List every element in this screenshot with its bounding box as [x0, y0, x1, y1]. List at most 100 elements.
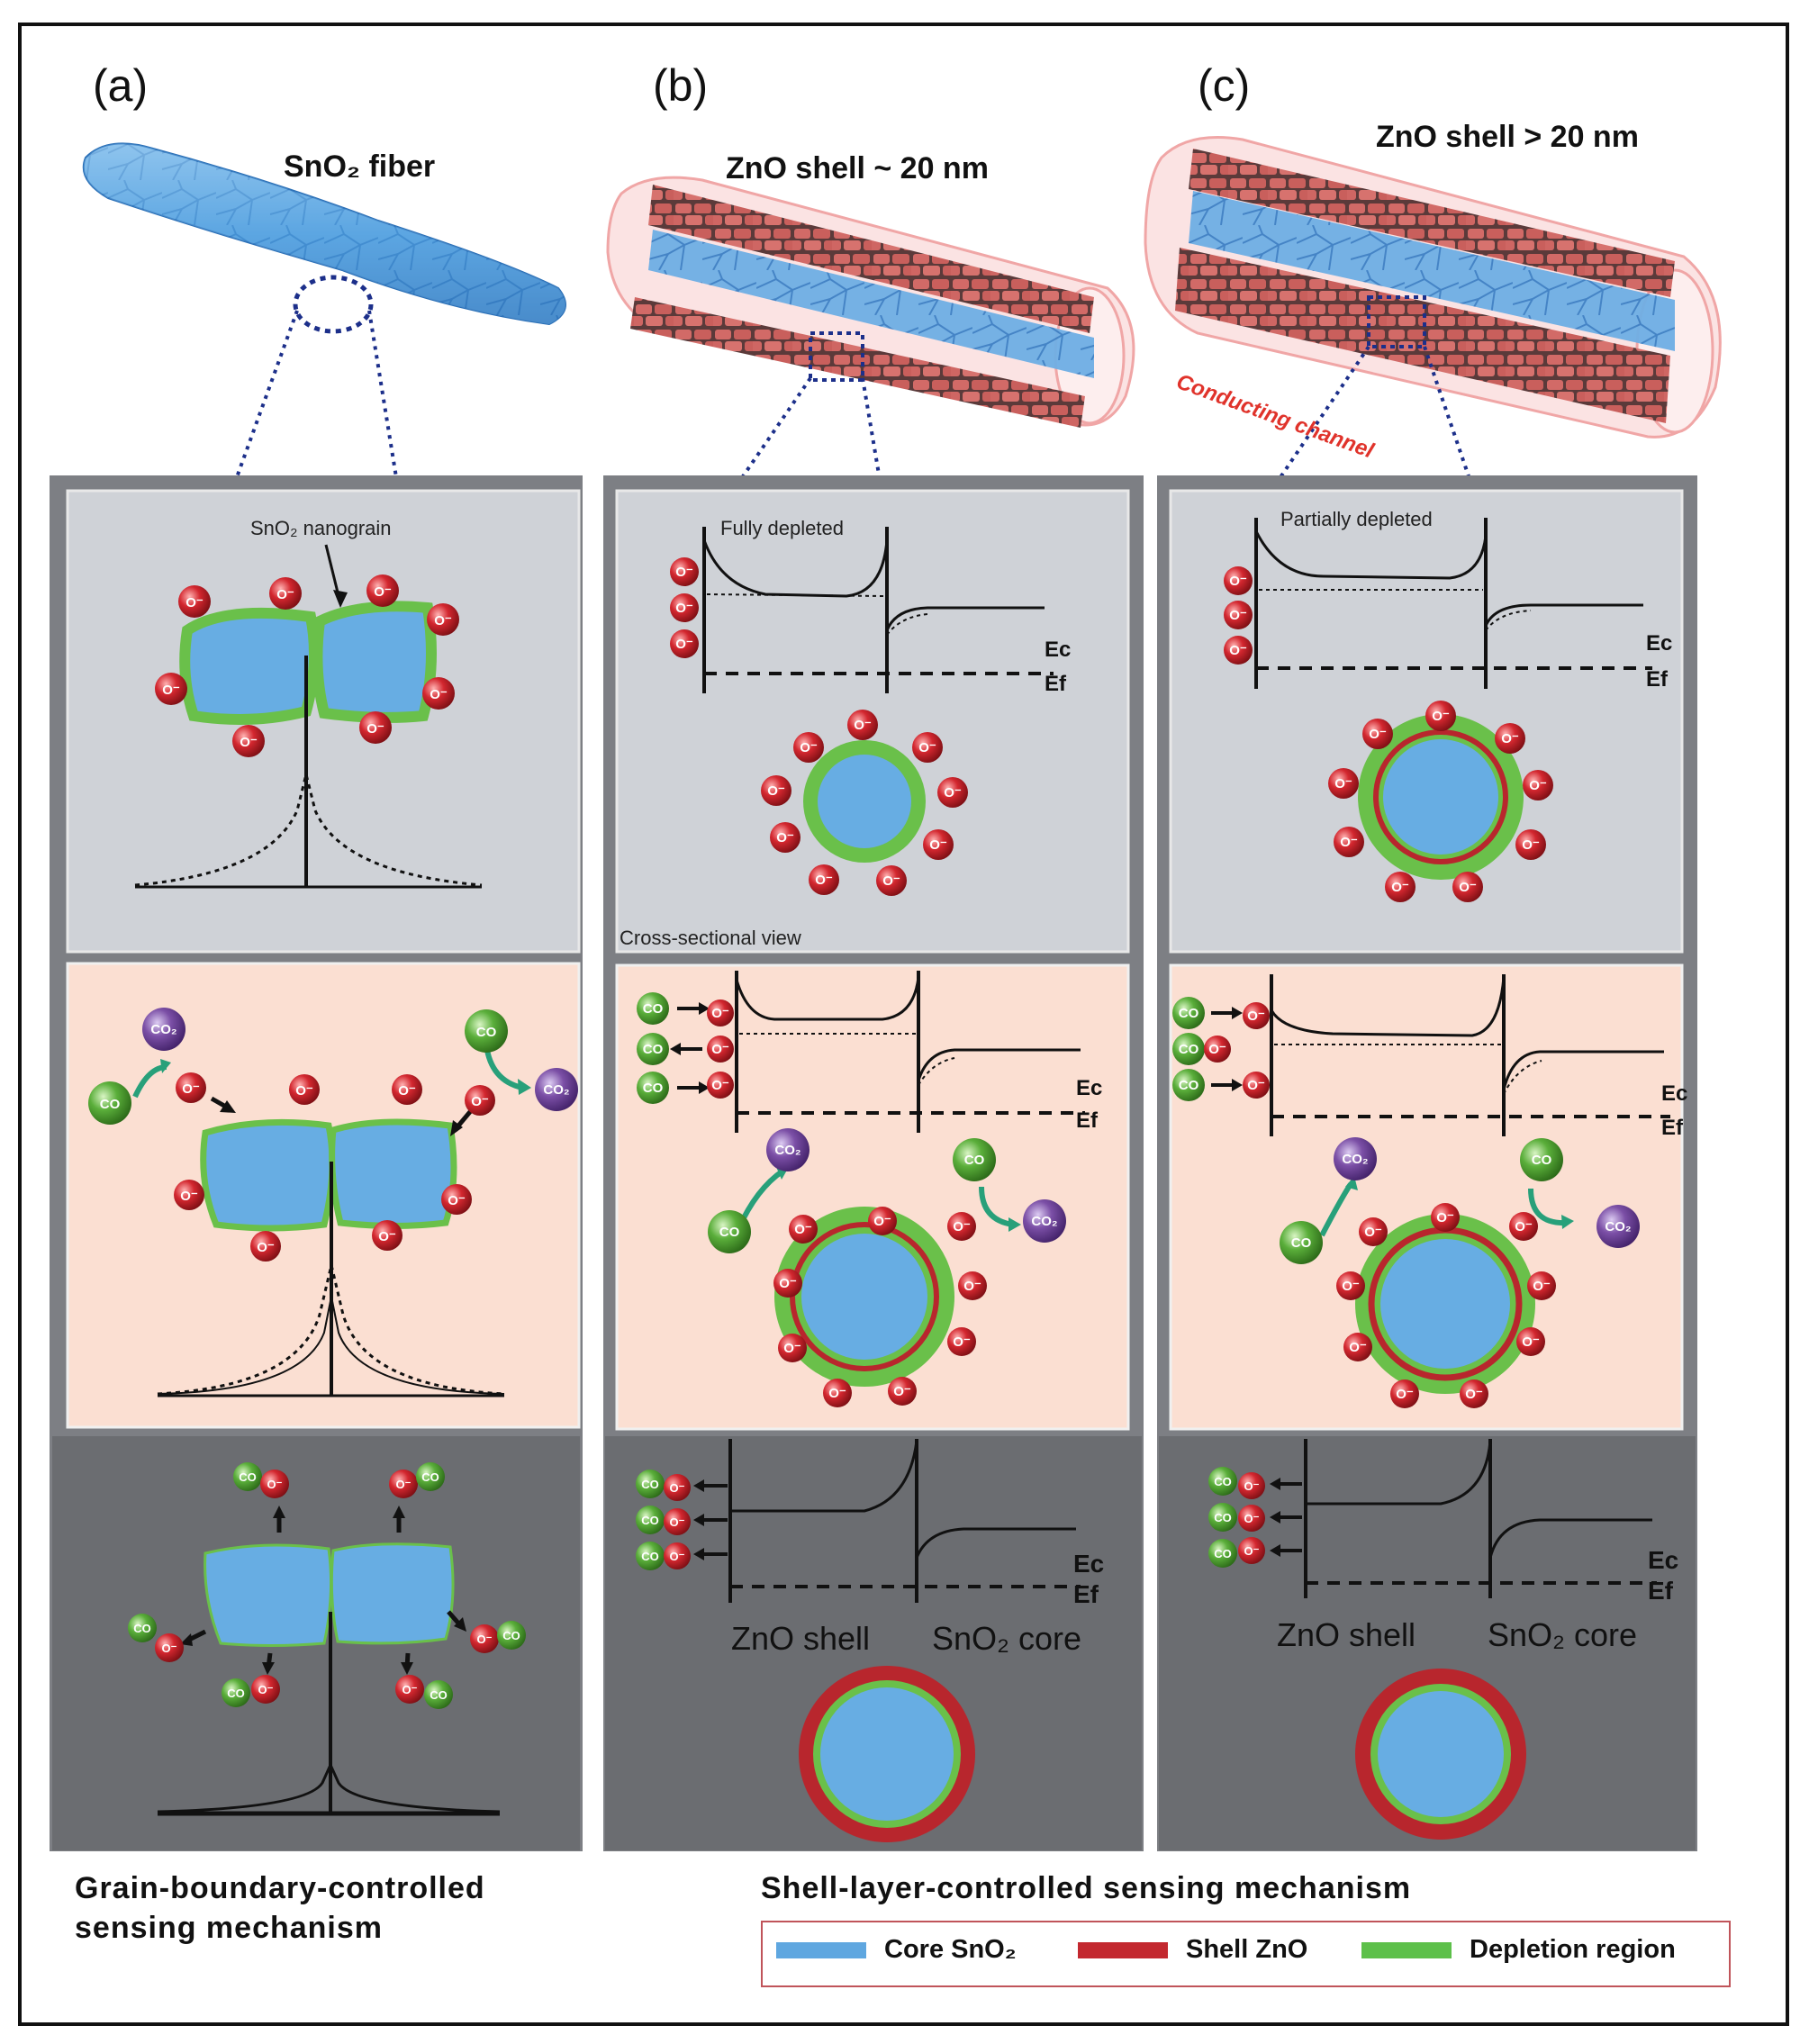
band-diagram-b-row2: Ec Ef: [670, 971, 1102, 1387]
svg-text:O⁻: O⁻: [953, 1334, 971, 1350]
svg-text:O⁻: O⁻: [1522, 1334, 1540, 1350]
ec-label-c3: Ec: [1648, 1546, 1678, 1574]
svg-text:O⁻: O⁻: [398, 1083, 416, 1099]
gas-molecules-a-row2: CO₂ CO CO CO₂ O⁻ O⁻ O⁻ O⁻ O⁻ O⁻ O⁻ O⁻: [88, 1008, 578, 1262]
svg-text:CO: CO: [641, 1550, 659, 1563]
svg-text:O⁻: O⁻: [1229, 574, 1247, 589]
svg-text:O⁻: O⁻: [1229, 608, 1247, 623]
oxygen-ions-c-row1: O⁻ O⁻ O⁻ O⁻ O⁻ O⁻ O⁻ O⁻ O⁻ O⁻ O⁻ O⁻: [1224, 566, 1553, 902]
core-shell-fiber-thick-shell: Conducting channel: [1144, 136, 1722, 515]
svg-text:O⁻: O⁻: [1247, 1008, 1265, 1024]
svg-text:O⁻: O⁻: [448, 1193, 466, 1208]
svg-text:O⁻: O⁻: [366, 721, 384, 737]
fully-depleted-label: Fully depleted: [720, 517, 844, 539]
partially-depleted-label: Partially depleted: [1280, 508, 1433, 530]
svg-text:O⁻: O⁻: [794, 1222, 812, 1237]
svg-text:CO: CO: [1214, 1511, 1232, 1524]
svg-text:O⁻: O⁻: [1364, 1225, 1382, 1240]
svg-text:O⁻: O⁻: [1369, 727, 1387, 742]
desorbed-co-molecules-c: CO O⁻ CO O⁻ CO O⁻: [1208, 1467, 1265, 1568]
svg-text:O⁻: O⁻: [1334, 776, 1352, 791]
svg-text:O⁻: O⁻: [295, 1083, 313, 1099]
ec-label-b1: Ec: [1045, 638, 1071, 662]
ef-label-b3: Ef: [1073, 1580, 1099, 1608]
svg-text:O⁻: O⁻: [670, 1481, 685, 1495]
svg-text:O⁻: O⁻: [378, 1229, 396, 1244]
ec-label-c1: Ec: [1646, 631, 1672, 656]
svg-text:O⁻: O⁻: [1529, 778, 1547, 793]
svg-text:CO₂: CO₂: [150, 1022, 176, 1037]
svg-text:O⁻: O⁻: [1465, 1387, 1483, 1402]
gas-molecules-b-row2: CO CO CO O⁻ O⁻ O⁻ CO₂ CO CO CO₂ O⁻ O⁻ O⁻…: [637, 992, 1066, 1407]
svg-text:O⁻: O⁻: [711, 1042, 729, 1057]
svg-text:O⁻: O⁻: [675, 637, 693, 652]
svg-text:O⁻: O⁻: [477, 1632, 493, 1646]
svg-text:O⁻: O⁻: [1515, 1219, 1533, 1235]
svg-text:CO: CO: [641, 1514, 659, 1527]
svg-text:CO: CO: [719, 1225, 740, 1240]
svg-text:O⁻: O⁻: [776, 830, 794, 846]
svg-text:O⁻: O⁻: [1244, 1512, 1260, 1525]
svg-text:CO: CO: [643, 1042, 664, 1057]
sno2-core-label-c: SnO₂ core: [1488, 1616, 1637, 1653]
legend-swatch-shell: [1078, 1941, 1168, 1958]
gas-molecules-c-row2: CO CO CO O⁻ O⁻ O⁻ CO₂ CO CO CO₂ O⁻ O⁻ O⁻…: [1172, 997, 1640, 1408]
svg-text:O⁻: O⁻: [180, 1189, 198, 1204]
svg-text:O⁻: O⁻: [815, 873, 833, 888]
svg-text:O⁻: O⁻: [258, 1683, 274, 1696]
svg-text:O⁻: O⁻: [240, 735, 258, 750]
svg-text:O⁻: O⁻: [396, 1478, 412, 1491]
svg-text:O⁻: O⁻: [918, 740, 936, 755]
svg-text:O⁻: O⁻: [1244, 1544, 1260, 1558]
svg-text:CO: CO: [1179, 1042, 1199, 1057]
panel-a-row1: [66, 489, 581, 954]
svg-text:O⁻: O⁻: [1229, 643, 1247, 658]
band-diagram-c-row2: Ec Ef: [1211, 974, 1687, 1394]
svg-text:O⁻: O⁻: [267, 1478, 283, 1491]
svg-text:CO: CO: [421, 1470, 439, 1484]
svg-text:O⁻: O⁻: [670, 1515, 685, 1529]
svg-text:CO₂: CO₂: [774, 1143, 800, 1158]
panel-b-letter: (b): [653, 60, 708, 111]
legend-item-core: Core SnO₂: [776, 1935, 1017, 1965]
svg-text:O⁻: O⁻: [434, 613, 452, 629]
svg-text:O⁻: O⁻: [162, 1642, 177, 1655]
svg-text:O⁻: O⁻: [1391, 880, 1409, 895]
svg-text:O⁻: O⁻: [854, 718, 872, 733]
cross-sectional-view-label: Cross-sectional view: [620, 927, 801, 949]
svg-text:O⁻: O⁻: [1432, 709, 1450, 724]
svg-text:O⁻: O⁻: [1244, 1479, 1260, 1493]
svg-text:O⁻: O⁻: [675, 565, 693, 580]
band-diagram-b-row3: Ec Ef ZnO shell SnO₂ core: [693, 1439, 1104, 1842]
grain-pair-row3: [157, 1506, 501, 1816]
conducting-channel-label: Conducting channel: [1173, 369, 1378, 464]
ef-label-c2: Ef: [1661, 1116, 1684, 1140]
svg-text:O⁻: O⁻: [779, 1276, 797, 1291]
svg-text:O⁻: O⁻: [1247, 1078, 1265, 1093]
sno2-fiber-illustration: [82, 142, 566, 478]
svg-text:O⁻: O⁻: [182, 1081, 200, 1097]
legend: Core SnO₂ Shell ZnO Depletion region: [761, 1921, 1731, 1987]
svg-text:CO: CO: [239, 1470, 257, 1484]
svg-text:CO: CO: [100, 1097, 121, 1112]
svg-text:O⁻: O⁻: [929, 837, 947, 853]
svg-text:CO: CO: [641, 1478, 659, 1491]
svg-text:O⁻: O⁻: [675, 601, 693, 616]
ef-label-c3: Ef: [1648, 1577, 1674, 1605]
svg-text:CO: CO: [430, 1688, 448, 1702]
grain-boundary-line1: Grain-boundary-controlled: [75, 1871, 485, 1905]
ec-label-b3: Ec: [1073, 1550, 1104, 1578]
band-diagram-b-row1: Fully depleted Ec Ef: [702, 517, 1071, 696]
svg-text:O⁻: O⁻: [471, 1094, 489, 1109]
svg-text:O⁻: O⁻: [374, 584, 392, 600]
zno-shell-label-b: ZnO shell: [731, 1620, 870, 1657]
svg-text:CO: CO: [643, 1001, 664, 1017]
svg-text:O⁻: O⁻: [670, 1550, 685, 1563]
svg-text:O⁻: O⁻: [162, 683, 180, 698]
core-shell-fiber-thin-shell: [606, 176, 1135, 524]
ef-label-c1: Ef: [1646, 667, 1669, 692]
svg-text:O⁻: O⁻: [767, 783, 785, 799]
svg-text:O⁻: O⁻: [276, 587, 294, 602]
sno2-core-label-b: SnO₂ core: [932, 1620, 1081, 1657]
